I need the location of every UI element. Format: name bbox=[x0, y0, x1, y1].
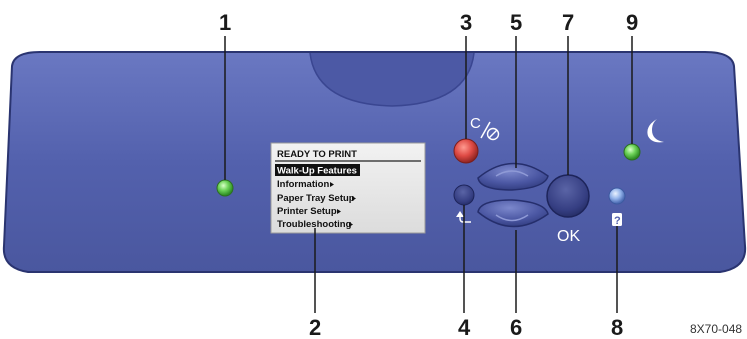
cancel-button[interactable] bbox=[454, 139, 478, 163]
callout-2: 2 bbox=[309, 315, 321, 339]
callout-7: 7 bbox=[562, 10, 574, 35]
lcd-display: READY TO PRINT Walk-Up Features Informat… bbox=[271, 143, 425, 233]
callout-6: 6 bbox=[510, 315, 522, 339]
ok-label: OK bbox=[557, 228, 580, 245]
ready-led bbox=[217, 180, 233, 196]
help-icon: ? bbox=[612, 213, 622, 227]
lcd-menu-item-information: Information bbox=[277, 179, 329, 190]
back-button[interactable] bbox=[454, 185, 474, 205]
callout-9: 9 bbox=[626, 10, 638, 35]
ok-button[interactable] bbox=[547, 175, 589, 217]
svg-text:?: ? bbox=[614, 215, 621, 227]
callout-4: 4 bbox=[458, 315, 471, 339]
callout-1: 1 bbox=[219, 10, 231, 35]
svg-text:C: C bbox=[470, 115, 481, 132]
figure-id: 8X70-048 bbox=[690, 322, 742, 336]
callout-8: 8 bbox=[611, 315, 623, 339]
lcd-menu-item-printer-setup: Printer Setup bbox=[277, 206, 337, 217]
power-saver-led bbox=[624, 144, 640, 160]
callout-5: 5 bbox=[510, 10, 522, 35]
error-led bbox=[609, 188, 625, 204]
callout-3: 3 bbox=[460, 10, 472, 35]
lcd-menu-item-walkup: Walk-Up Features bbox=[277, 166, 357, 177]
lcd-status-text: READY TO PRINT bbox=[277, 149, 357, 160]
lcd-menu-item-paper-tray: Paper Tray Setup bbox=[277, 193, 355, 204]
